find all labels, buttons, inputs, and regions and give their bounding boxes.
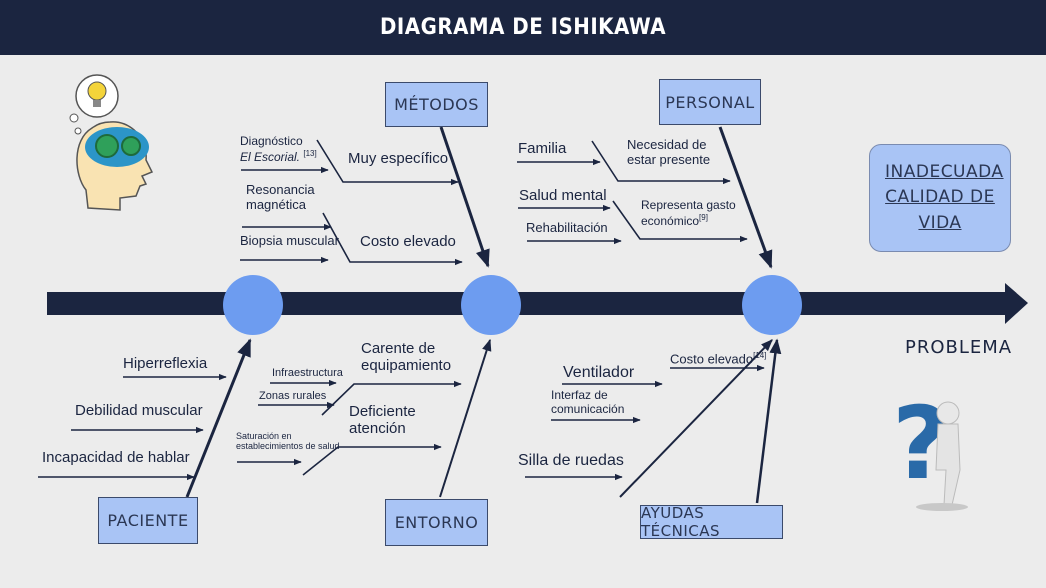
- thinking-head-icon: [69, 113, 154, 211]
- node-paciente: [223, 275, 283, 335]
- bone-ayudas-b: [755, 338, 782, 504]
- bone-ayudas-a: [619, 339, 773, 498]
- label-familia: Familia: [518, 140, 567, 157]
- label-biopsia: Biopsia muscular: [240, 233, 339, 248]
- label-costo-elevado-metodos: Costo elevado: [360, 233, 456, 250]
- bone-paciente: [185, 338, 252, 498]
- bone-personal: [718, 126, 773, 269]
- branch-costo-elevado-m: [322, 212, 463, 266]
- label-ventilador: Ventilador: [563, 364, 635, 381]
- label-rehabilitacion: Rehabilitación: [526, 220, 608, 235]
- branch-representa: [612, 200, 748, 243]
- page-title: DIAGRAMA DE ISHIKAWA: [379, 15, 667, 40]
- label-salud-mental: Salud mental: [519, 187, 607, 204]
- spine: [47, 292, 1005, 315]
- category-metodos: MÉTODOS: [385, 82, 488, 127]
- label-silla-ruedas: Silla de ruedas: [518, 452, 624, 469]
- branch-muy-especifico: [316, 139, 459, 186]
- label-incapacidad-hablar: Incapacidad de hablar: [42, 449, 190, 466]
- lightbulb-icon: [75, 74, 119, 118]
- label-diagnostico: Diagnóstico El Escorial. [13]: [240, 134, 317, 164]
- effect-box: INADECUADA CALIDAD DE VIDA: [869, 144, 1011, 252]
- spine-arrowhead: [1005, 283, 1028, 324]
- bone-metodos: [439, 126, 490, 268]
- header-bar: DIAGRAMA DE ISHIKAWA: [0, 0, 1046, 55]
- label-hiperreflexia: Hiperreflexia: [123, 355, 208, 372]
- label-muy-especifico: Muy específico: [348, 150, 449, 167]
- branch-deficiente: [302, 443, 442, 476]
- branch-necesidad: [591, 140, 731, 185]
- label-zonas-rurales: Zonas rurales: [259, 390, 327, 402]
- question-figure-icon: ?: [892, 385, 968, 511]
- label-debilidad-muscular: Debilidad muscular: [75, 402, 203, 419]
- category-personal: PERSONAL: [659, 79, 761, 125]
- category-paciente: PACIENTE: [98, 497, 198, 544]
- label-costo-elevado-ayudas: Costo elevado[14]: [670, 351, 767, 367]
- node-metodos: [461, 275, 521, 335]
- effect-text: INADECUADA CALIDAD DE VIDA: [885, 161, 1004, 233]
- category-ayudas-tecnicas: AYUDAS TÉCNICAS: [640, 504, 783, 540]
- label-infraestructura: Infraestructura: [272, 367, 343, 379]
- bone-entorno: [439, 338, 492, 498]
- problem-label: PROBLEMA: [905, 337, 1013, 358]
- category-entorno: ENTORNO: [385, 499, 488, 546]
- node-personal: [742, 275, 802, 335]
